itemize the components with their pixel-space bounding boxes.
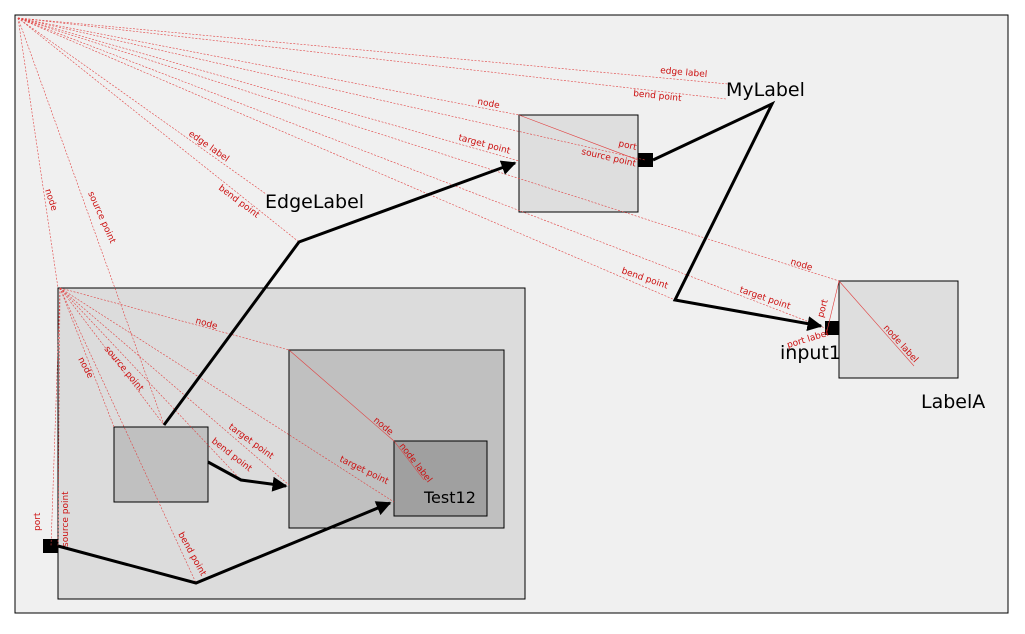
test12-node[interactable] [393,440,488,517]
test12-label: Test12 [423,488,476,507]
edge-source-to-top[interactable] [162,160,517,426]
right-node[interactable] [838,280,959,379]
edges [57,100,823,585]
edge-port-to-test12[interactable] [57,501,392,585]
label-a: LabelA [921,391,985,413]
top-node[interactable] [518,114,639,213]
edge-source-to-inner[interactable] [207,460,288,492]
annot-edge-label-1: edge label [660,66,708,80]
edge-top-to-input1[interactable] [652,100,823,332]
reference-lines-container [50,114,915,584]
my-label: MyLabel [726,79,805,101]
annot-port-2: port [816,298,831,319]
annot-node-1: node [476,97,500,111]
edge-label: EdgeLabel [265,191,364,213]
annot-port-3: port [33,512,43,531]
annot-port-1: port [617,139,638,153]
input1-label: input1 [780,342,841,364]
source-node[interactable] [113,426,209,503]
annot-source-point-4: source point [61,491,71,547]
reference-lines-origin [17,17,840,426]
port-container[interactable] [43,539,58,553]
port-top-node[interactable] [638,153,653,167]
